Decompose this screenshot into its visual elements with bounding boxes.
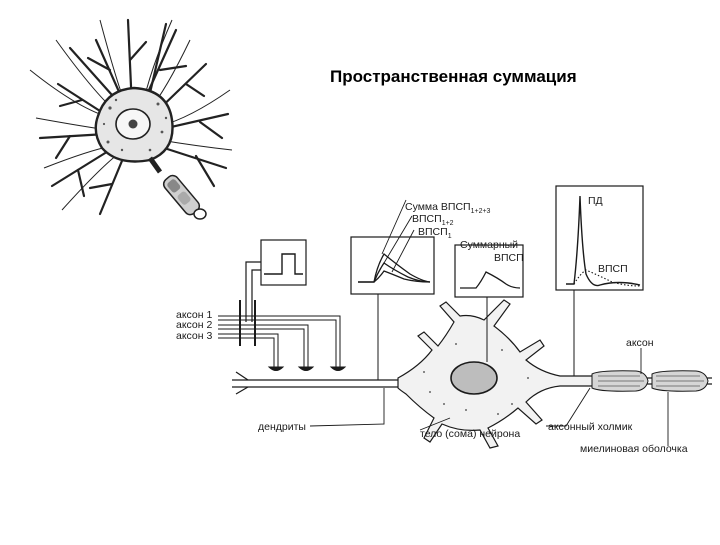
illustration-nucleolus bbox=[128, 119, 138, 129]
action-potential-label: ПД bbox=[588, 195, 603, 207]
epsp-dotted-trace bbox=[573, 269, 641, 287]
neuron-illustration bbox=[29, 18, 233, 220]
neuron-nucleus bbox=[450, 361, 498, 395]
epsp-label: ВПСП bbox=[598, 263, 628, 275]
axon-2-fiber bbox=[218, 324, 315, 371]
soma-texture bbox=[423, 343, 529, 415]
illustration-soma-texture bbox=[102, 98, 168, 152]
summary-epsp-label-line2: ВПСП bbox=[494, 252, 524, 264]
summary-epsp-label-line1: Суммарный bbox=[460, 239, 518, 251]
stimulus-panel bbox=[239, 239, 307, 346]
axon-3-fiber bbox=[218, 333, 285, 371]
neuron-soma bbox=[397, 299, 601, 449]
axon-1-label: аксон 1 bbox=[176, 309, 212, 321]
main-dendrite bbox=[232, 371, 400, 395]
soma-label: тело (сома) нейрона bbox=[420, 428, 520, 440]
epsp-recording-panel bbox=[350, 236, 435, 295]
myelin-sheath bbox=[591, 370, 709, 392]
myelin-sheath-label: миелиновая оболочка bbox=[580, 443, 688, 455]
illustration-axon bbox=[147, 156, 207, 220]
recording-electrodes bbox=[377, 290, 575, 380]
action-potential-panel bbox=[555, 185, 644, 291]
presynaptic-axons bbox=[218, 315, 347, 371]
epsp-1-2-label: ВПСП1+2 bbox=[412, 213, 454, 227]
action-potential-trace bbox=[566, 195, 641, 287]
axon-3-label: аксон 3 bbox=[176, 330, 212, 342]
axon-label: аксон bbox=[626, 337, 654, 349]
epsp-1-trace bbox=[358, 270, 431, 283]
dendrites-label: дендриты bbox=[258, 421, 306, 433]
epsp-1-label: ВПСП1 bbox=[418, 226, 452, 240]
summary-epsp-trace bbox=[460, 271, 521, 289]
illustration-dendrites bbox=[38, 18, 230, 216]
axon-hillock-label: аксонный холмик bbox=[548, 421, 633, 433]
summary-epsp-panel bbox=[454, 244, 524, 298]
diagram-title: Пространственная суммация bbox=[330, 67, 577, 86]
postsynaptic-neuron bbox=[232, 299, 712, 449]
axon-2-label: аксон 2 bbox=[176, 319, 212, 331]
sum-epsp-label: Сумма ВПСП1+2+3 bbox=[405, 201, 491, 215]
leader-lines bbox=[309, 199, 669, 446]
epsp-1-2-3-trace bbox=[358, 253, 431, 283]
axon-1-fiber bbox=[218, 315, 347, 371]
